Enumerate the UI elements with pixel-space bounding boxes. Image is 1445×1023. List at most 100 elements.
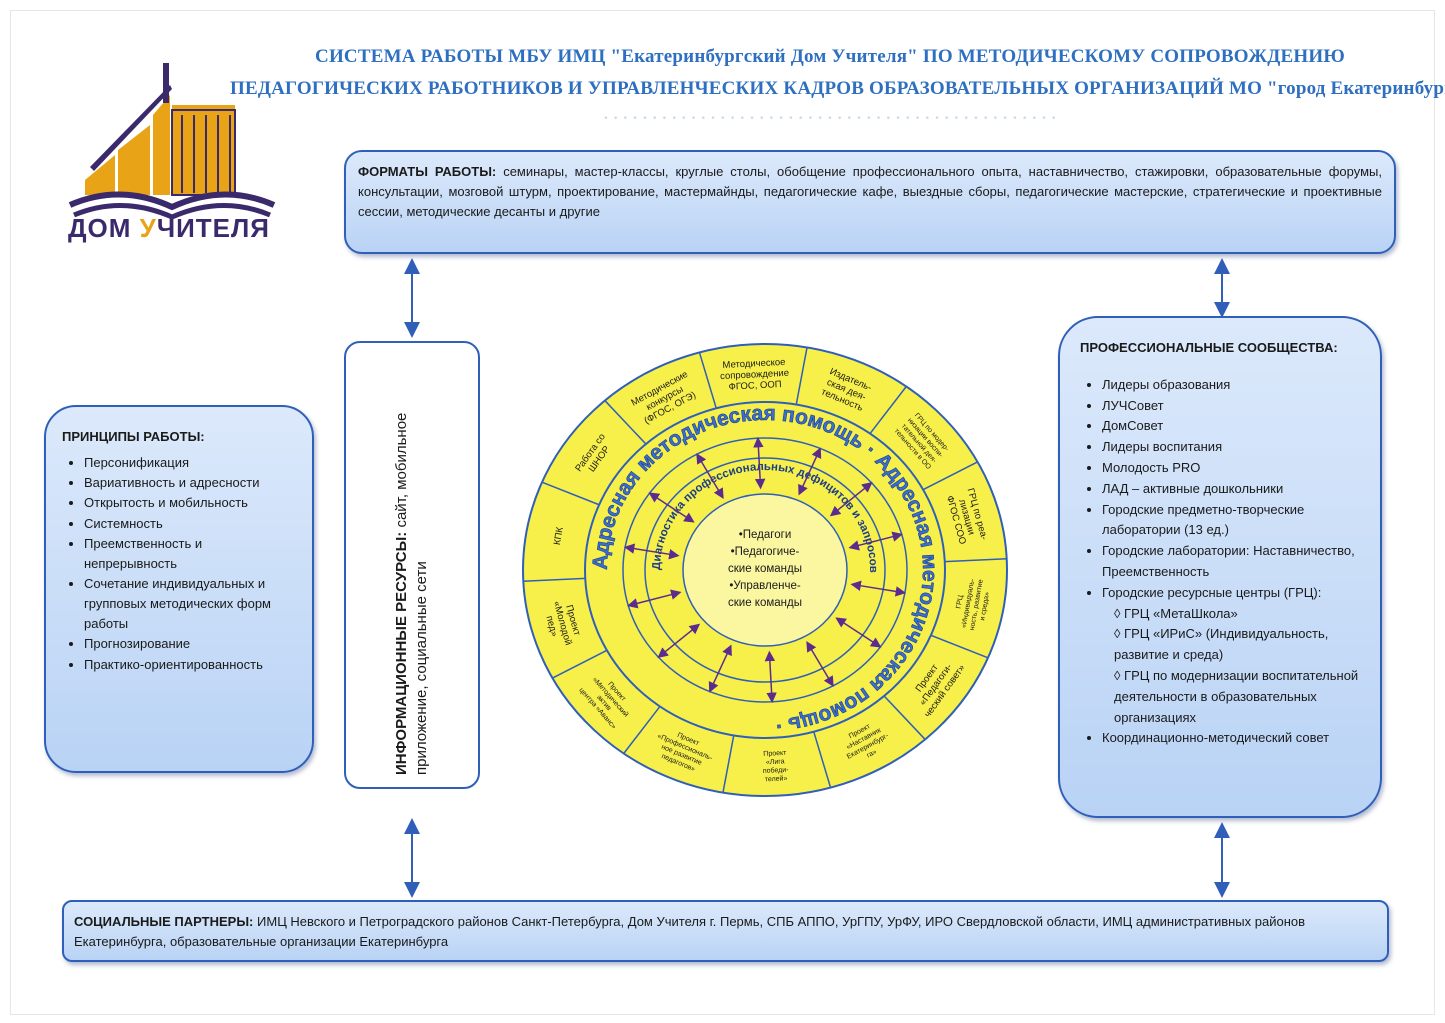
partners-text: ИМЦ Невского и Петроградского районов Са…	[74, 914, 1306, 950]
sector-dividers	[523, 347, 1007, 793]
sector-divider	[541, 481, 600, 506]
wheel-arrow	[627, 589, 682, 609]
sector-divider	[698, 352, 717, 409]
principles-label: ПРИНЦИПЫ РАБОТЫ:	[62, 429, 205, 444]
wheel-arrow	[835, 617, 882, 648]
sector-label-line: га»	[866, 749, 878, 760]
wheel-arrow	[708, 644, 732, 693]
sector-label: Проект«Лигапобеди-телей»	[762, 750, 790, 784]
wheel-arrow	[623, 543, 680, 560]
sector-label-line: ФГОС, ООП	[728, 379, 782, 393]
sector-label-line: КПК	[552, 526, 566, 546]
list-item: Лидеры образования	[1102, 375, 1360, 396]
sector-divider	[604, 400, 647, 445]
list-item: ДомСовет	[1102, 416, 1360, 437]
formats-box: ФОРМАТЫ РАБОТЫ: семинары, мастер-классы,…	[344, 150, 1396, 254]
wheel-arrow	[829, 482, 873, 517]
principles-box: ПРИНЦИПЫ РАБОТЫ: Персонификация Вариатив…	[44, 405, 314, 773]
list-item: Практико-ориентированность	[84, 655, 296, 675]
list-item: Системность	[84, 514, 296, 534]
list-item: Городские предметно-творческие лаборатор…	[1102, 500, 1360, 542]
sector-label: ГРЦ«Индивидуаль-ность, развитиеи среда»	[952, 576, 993, 633]
sector-label-line: Проект	[763, 750, 787, 758]
list-item: ГРЦ «МетаШкола»	[1114, 604, 1360, 625]
sector-divider	[883, 695, 926, 740]
list-item: Координационно-методический совет	[1102, 728, 1360, 749]
list-item: ЛУЧСовет	[1102, 396, 1360, 417]
center-label-line: ские команды	[728, 563, 802, 575]
sector-label-line: сопровождение	[720, 368, 789, 382]
wheel-arrow	[848, 531, 903, 551]
center-label-line: •Управленче-	[729, 580, 801, 592]
communities-list: Лидеры образования ЛУЧСовет ДомСовет Лид…	[1080, 375, 1360, 749]
sector-divider	[813, 731, 832, 788]
logo-word-1: ДОМ	[68, 213, 140, 243]
sector-divider	[722, 735, 735, 793]
sector-label: ГРЦ по модер-низации воспи-тательной дея…	[893, 411, 952, 471]
page-title-line-2: ПЕДАГОГИЧЕСКИХ РАБОТНИКОВ И УПРАВЛЕНЧЕСК…	[230, 78, 1445, 99]
sector-divider	[623, 705, 661, 754]
sector-label-line: «Лига	[766, 758, 785, 766]
page-frame	[10, 10, 1435, 1015]
sector-divider	[523, 577, 586, 583]
list-item: Лидеры воспитания	[1102, 437, 1360, 458]
sector-divider	[552, 649, 608, 679]
sector-label: КПК	[552, 526, 566, 546]
dom-uchitelya-logo	[68, 63, 276, 220]
list-item: Открытость и мобильность	[84, 493, 296, 513]
info-resources-box: ИНФОРМАЦИОННЫЕ РЕСУРСЫ: сайт, мобильное …	[344, 341, 480, 789]
sector-label-line: пед»	[543, 615, 559, 638]
list-item-label: Городские ресурсные центры (ГРЦ):	[1102, 584, 1322, 600]
partners-box: СОЦИАЛЬНЫЕ ПАРТНЕРЫ: ИМЦ Невского и Петр…	[62, 900, 1389, 962]
sector-label-line: телей»	[765, 774, 788, 783]
list-item: Преемственность и непрерывность	[84, 534, 296, 574]
wheel-arrow	[696, 453, 724, 499]
sector-label-line: ГРЦ	[955, 594, 964, 609]
wheel-arrows	[623, 436, 907, 704]
sector-label: МетодическоесопровождениеФГОС, ООП	[719, 357, 790, 393]
wheel-center	[682, 493, 848, 647]
list-item: Городские ресурсные центры (ГРЦ): ГРЦ «М…	[1102, 583, 1360, 729]
logo-accent-letter: У	[139, 213, 157, 243]
wheel-arrow	[806, 641, 834, 687]
center-label-line: •Педагогиче-	[731, 546, 800, 558]
sector-label-line: Методическое	[722, 357, 785, 371]
wheel-arrow	[764, 650, 777, 704]
principles-list: Персонификация Вариативность и адресност…	[62, 453, 296, 675]
open-book-icon	[68, 191, 276, 220]
page-title-shadow: · · · · · · · · · · · · · · · · · · · · …	[603, 110, 1057, 127]
communities-label: ПРОФЕССИОНАЛЬНЫЕ СООБЩЕСТВА:	[1080, 340, 1338, 355]
list-item: Сочетание индивидуальных и групповых мет…	[84, 574, 296, 634]
communities-box: ПРОФЕССИОНАЛЬНЫЕ СООБЩЕСТВА: Лидеры обра…	[1058, 316, 1382, 818]
sector-divider	[869, 386, 907, 435]
list-item: Городские лаборатории: Наставничество, П…	[1102, 541, 1360, 583]
logo-word-2: ЧИТЕЛЯ	[156, 213, 270, 243]
list-item: ГРЦ по модернизации воспитательной деяте…	[1114, 666, 1360, 728]
page-title-line-1: СИСТЕМА РАБОТЫ МБУ ИМЦ "Екатеринбургский…	[315, 46, 1345, 67]
center-label-line: ские команды	[728, 597, 802, 609]
wheel-arrow	[798, 447, 822, 496]
methodical-support-wheel: Адресная методическая помощь · Адресная …	[522, 343, 1008, 797]
wheel-arrow	[648, 492, 695, 523]
sector-divider	[930, 634, 989, 659]
center-labels: •Педагоги •Педагогиче-ские команды •Управл…	[728, 529, 802, 609]
partners-label: СОЦИАЛЬНЫЕ ПАРТНЕРЫ:	[74, 914, 254, 929]
list-item: Вариативность и адресности	[84, 473, 296, 493]
list-item: ЛАД – активные дошкольники	[1102, 479, 1360, 500]
formats-text: семинары, мастер-классы, круглые столы, …	[358, 164, 1382, 220]
grc-sublist: ГРЦ «МетаШкола» ГРЦ «ИРиС» (Индивидуальн…	[1102, 604, 1360, 729]
wheel-arrow	[850, 580, 907, 597]
list-item: Прогнозирование	[84, 634, 296, 654]
sector-divider	[922, 461, 978, 491]
list-item: Персонификация	[84, 453, 296, 473]
list-item: Молодость PRO	[1102, 458, 1360, 479]
center-label-line: •Педагоги	[739, 529, 792, 541]
sector-label-line: и среда»	[979, 591, 991, 621]
formats-label: ФОРМАТЫ РАБОТЫ:	[358, 164, 497, 179]
sector-label-line: победи-	[763, 766, 790, 775]
list-item: ГРЦ «ИРиС» (Индивидуальность, развитие и…	[1114, 624, 1360, 666]
sector-divider	[795, 347, 808, 405]
wheel-arrow	[657, 623, 701, 658]
